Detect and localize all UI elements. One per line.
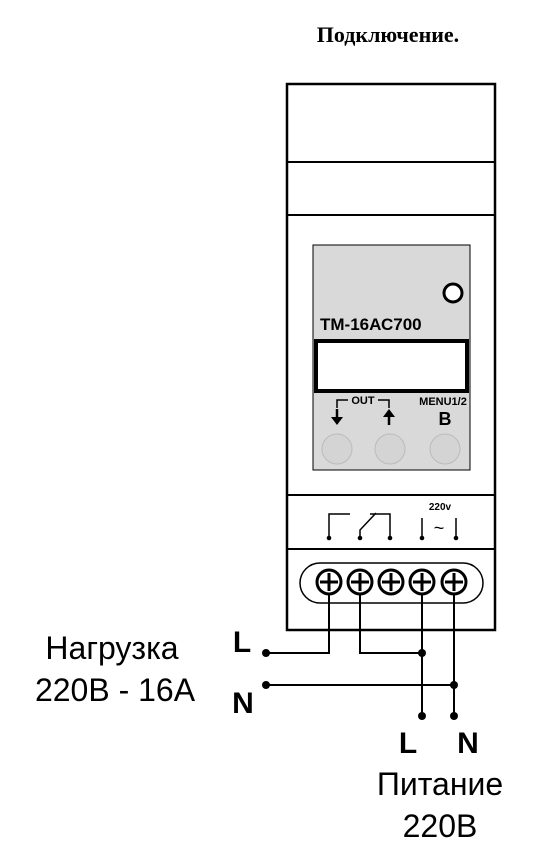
up-button[interactable]	[374, 433, 406, 465]
voltage-label: 220v	[429, 502, 452, 513]
arrow-down-icon	[331, 409, 343, 425]
load-n-label: N	[232, 687, 254, 720]
menu-label: MENU1/2	[419, 396, 467, 408]
terminal-screw-icon	[408, 568, 436, 596]
wire-junctions	[262, 649, 458, 720]
terminal-block	[299, 562, 484, 604]
terminal-screw-icon	[315, 568, 343, 596]
down-button[interactable]	[321, 433, 353, 465]
arrow-up-icon	[383, 409, 395, 425]
terminal-screw-icon	[377, 568, 405, 596]
indicator-led-icon	[442, 282, 464, 304]
relay-contact-symbol	[328, 513, 350, 537]
diagram-title: Подключение.	[317, 22, 459, 47]
out-bracket	[336, 399, 348, 408]
front-panel: ТМ-16АС700 OUT MENU1/2 B	[312, 244, 471, 471]
load-title: Нагрузка	[45, 630, 178, 666]
b-key-label: B	[439, 409, 452, 429]
display-screen	[314, 339, 469, 393]
terminal-screw-icon	[440, 568, 468, 596]
out-label: OUT	[351, 395, 375, 407]
supply-title: Питание	[377, 766, 503, 802]
load-line-wire	[266, 594, 330, 654]
supply-line-bridge-wire	[359, 594, 421, 654]
out-bracket	[378, 399, 390, 408]
relay-switch-symbol	[359, 512, 377, 537]
terminal-symbols: 220v ~	[326, 502, 459, 541]
terminal-screw-icon	[346, 568, 374, 596]
ac-tilde-symbol: ~	[434, 518, 445, 538]
supply-rating: 220В	[403, 808, 478, 844]
supply-n-label: N	[457, 727, 479, 760]
supply-l-label: L	[399, 727, 417, 760]
load-rating: 220В - 16А	[35, 672, 196, 708]
load-l-label: L	[233, 626, 251, 659]
device-model-label: ТМ-16АС700	[320, 315, 422, 334]
menu-button[interactable]	[429, 433, 461, 465]
